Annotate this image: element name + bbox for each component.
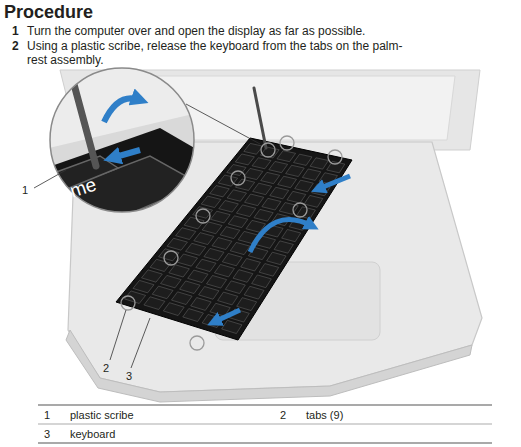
key xyxy=(252,275,272,288)
key xyxy=(282,230,301,242)
key xyxy=(167,238,187,250)
key xyxy=(144,297,165,310)
table-rules xyxy=(38,405,492,443)
section-title: Procedure xyxy=(4,1,93,23)
table-cell: 1 xyxy=(44,408,50,422)
key xyxy=(304,195,323,207)
key xyxy=(267,252,286,264)
key xyxy=(310,158,328,169)
key xyxy=(183,309,204,322)
key xyxy=(270,187,289,199)
key xyxy=(237,298,257,311)
key xyxy=(244,286,264,299)
key xyxy=(261,172,280,183)
key xyxy=(196,259,216,271)
table-cell: tabs (9) xyxy=(306,408,343,422)
key xyxy=(286,165,305,176)
key xyxy=(214,264,234,276)
key xyxy=(188,270,208,282)
table-cell: keyboard xyxy=(70,427,115,441)
key xyxy=(244,143,263,154)
key xyxy=(262,198,281,210)
key xyxy=(180,281,201,294)
key xyxy=(227,190,246,201)
key xyxy=(186,243,206,255)
leader-lines xyxy=(34,104,260,368)
key xyxy=(133,280,154,292)
step-text: Using a plastic scribe, release the keyb… xyxy=(27,39,419,67)
key xyxy=(169,265,190,277)
key xyxy=(278,176,297,187)
inset-view xyxy=(40,60,215,240)
key xyxy=(161,275,182,287)
table-cell: 3 xyxy=(44,427,50,441)
key xyxy=(150,259,171,271)
key xyxy=(219,201,239,213)
key xyxy=(241,259,261,271)
key xyxy=(230,242,250,254)
callout-number: 3 xyxy=(126,369,132,383)
key xyxy=(212,238,232,250)
key xyxy=(210,186,230,197)
key xyxy=(236,205,255,217)
key xyxy=(277,151,296,162)
key xyxy=(222,320,242,333)
callout-number: 2 xyxy=(103,361,109,375)
key xyxy=(204,248,224,260)
key xyxy=(199,287,219,300)
step-number: 1 xyxy=(12,24,19,38)
key xyxy=(194,233,214,245)
key xyxy=(218,292,238,305)
key xyxy=(152,286,173,299)
key xyxy=(302,169,320,180)
callout-number: 1 xyxy=(22,183,28,197)
inset-outline xyxy=(50,68,194,212)
step-number: 2 xyxy=(12,39,19,53)
key xyxy=(171,292,192,305)
key xyxy=(222,253,242,265)
key xyxy=(159,249,180,261)
key xyxy=(220,227,240,239)
key xyxy=(142,270,163,282)
key xyxy=(295,180,314,192)
key xyxy=(202,222,222,234)
key xyxy=(269,161,288,172)
plastic-scribe xyxy=(254,88,266,148)
key xyxy=(176,228,196,240)
key xyxy=(233,270,253,283)
key xyxy=(244,168,263,179)
key xyxy=(259,264,279,277)
table-cell: plastic scribe xyxy=(70,408,134,422)
table-cell: 2 xyxy=(280,408,286,422)
key xyxy=(327,161,345,172)
key xyxy=(206,275,226,288)
base-edge xyxy=(66,330,472,402)
key xyxy=(287,191,306,203)
key xyxy=(228,216,248,228)
key xyxy=(254,209,273,221)
key xyxy=(163,303,184,316)
step-text: Turn the computer over and open the disp… xyxy=(27,24,497,38)
key xyxy=(191,298,212,311)
key xyxy=(225,281,245,294)
key xyxy=(244,194,263,206)
key xyxy=(210,211,230,223)
key xyxy=(252,158,271,169)
key xyxy=(274,241,293,253)
key xyxy=(201,196,221,207)
key xyxy=(177,254,197,266)
motion-arrows xyxy=(214,176,350,322)
key xyxy=(294,154,312,165)
key xyxy=(235,154,254,165)
key xyxy=(253,183,272,194)
